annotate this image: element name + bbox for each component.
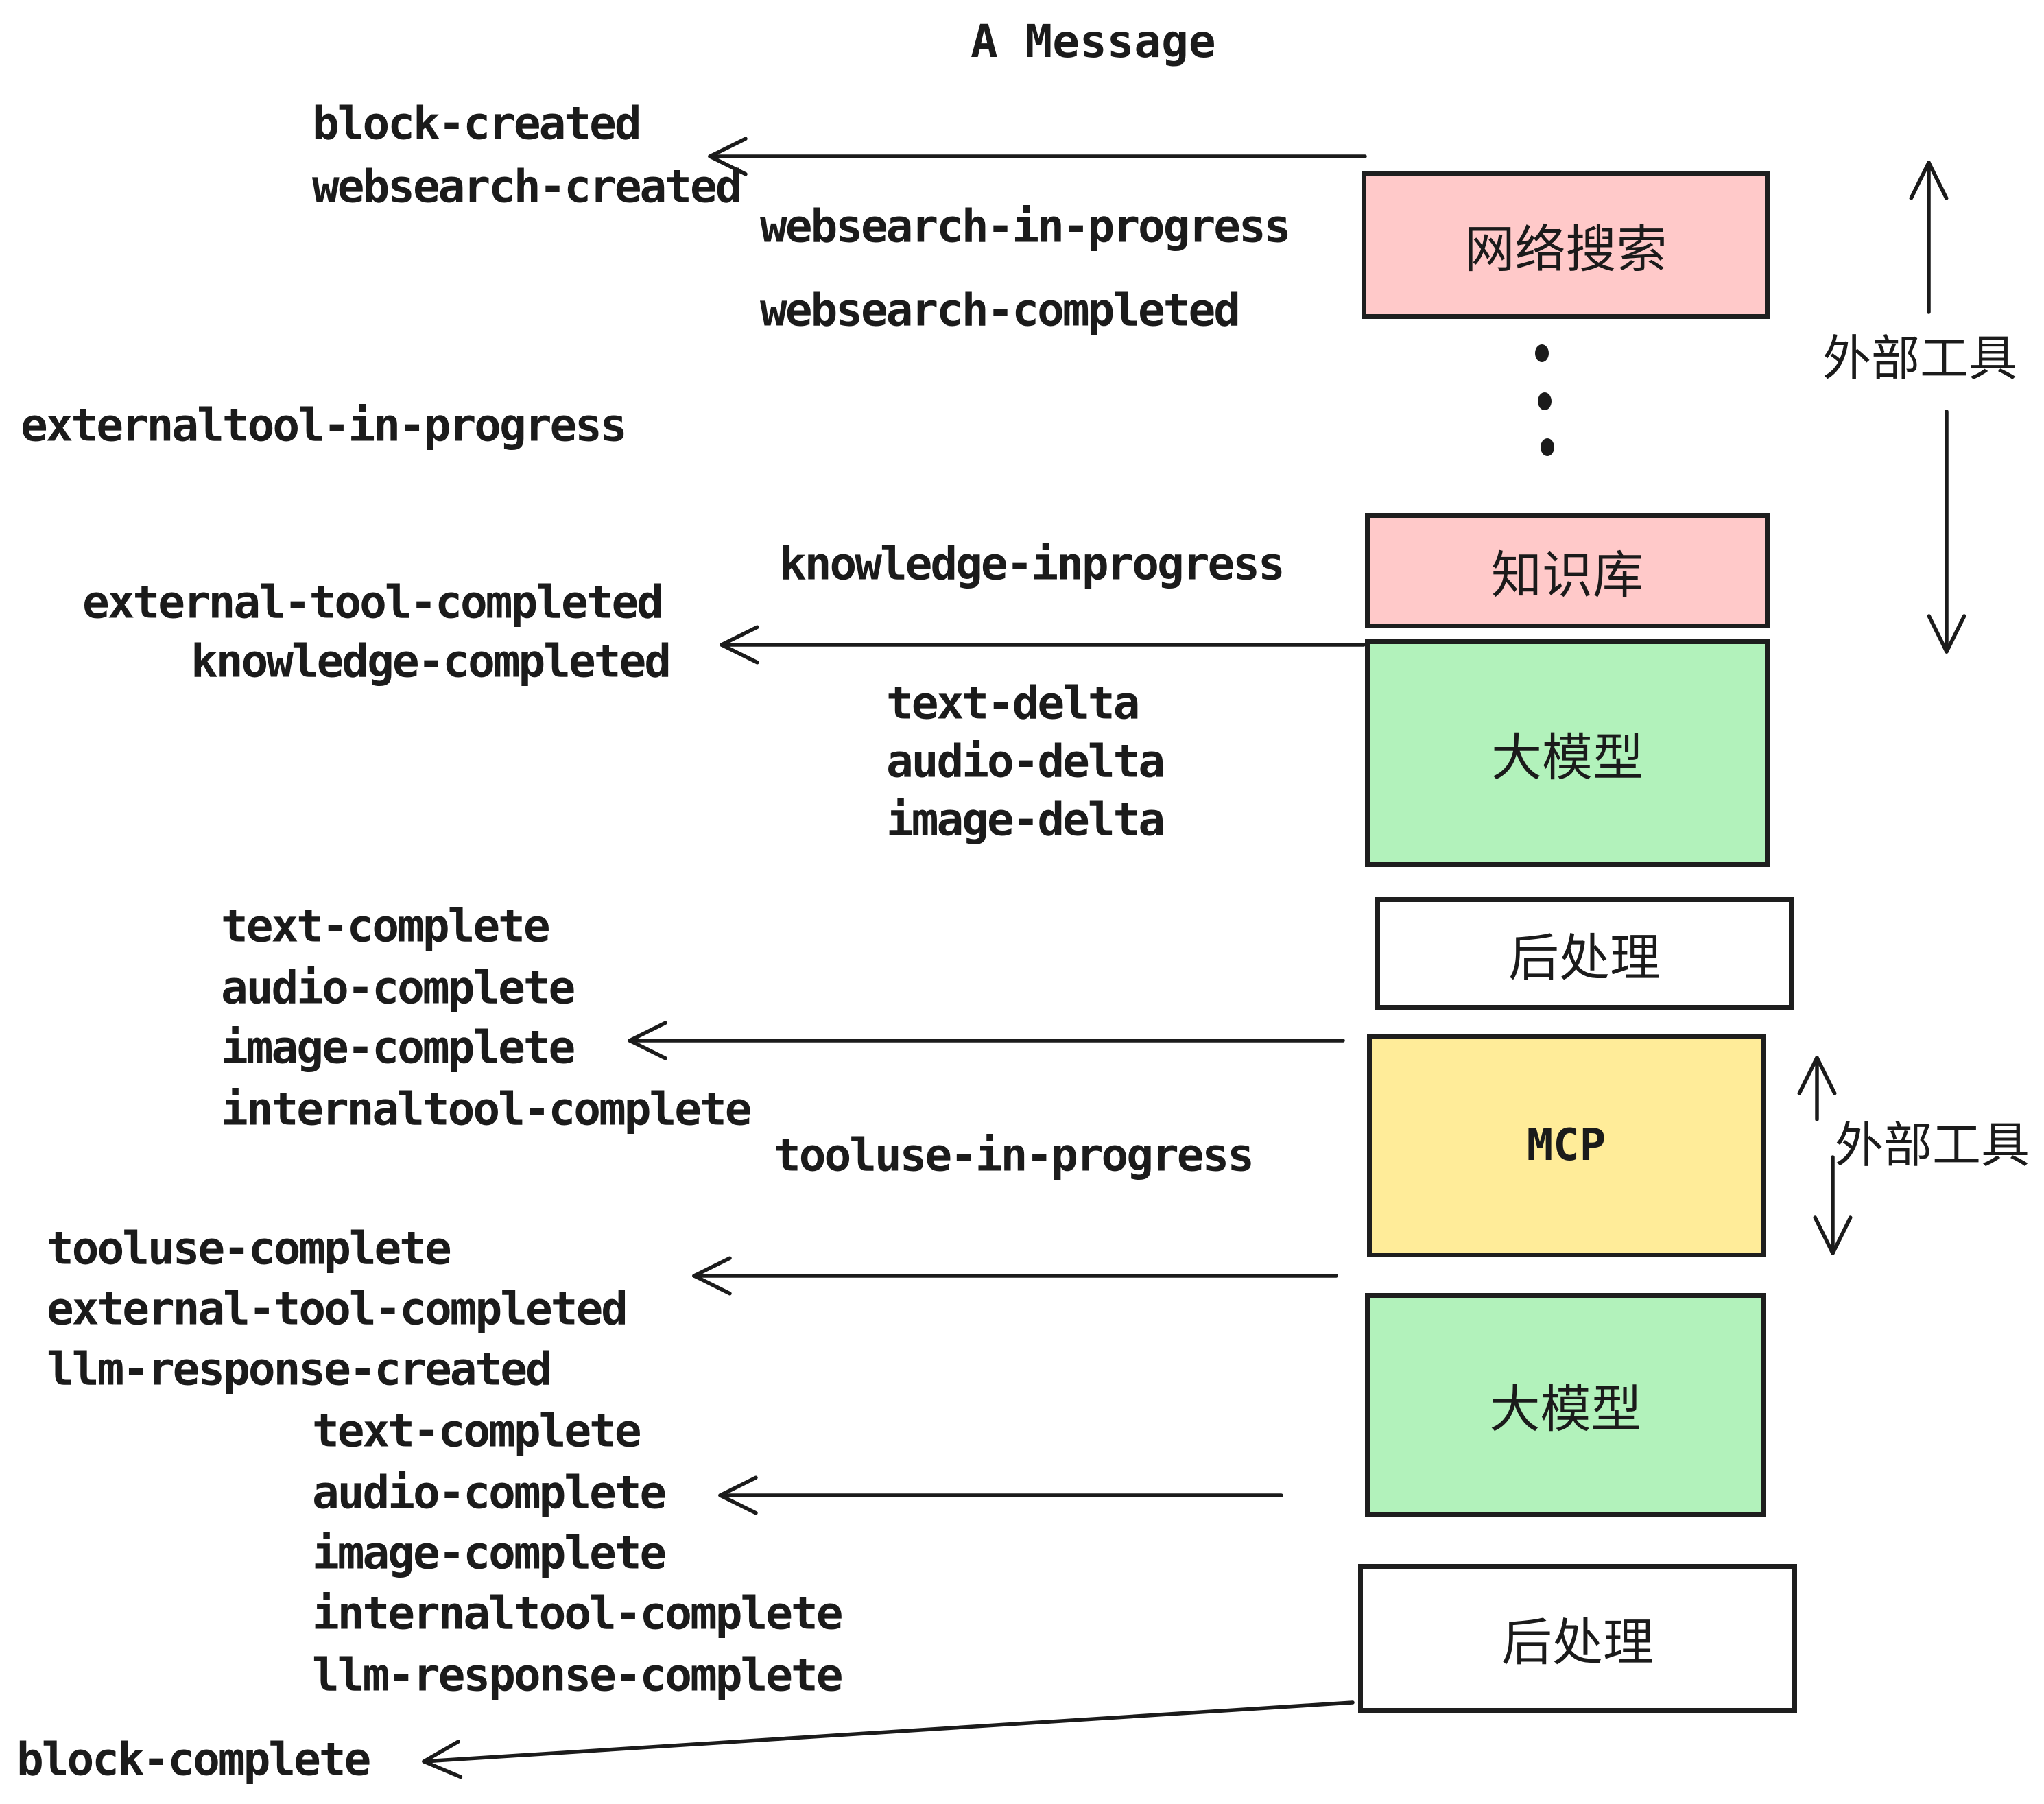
box-websearch: 网络搜索 (1362, 171, 1770, 319)
event-label-websearch-in-progress: websearch-in-progress (760, 200, 1291, 253)
arrow-external-tools-down-2 (1813, 1155, 1853, 1255)
event-label-image-complete: image-complete (221, 1021, 575, 1074)
arrow-knowledge-completed (720, 625, 1366, 665)
event-label-websearch-completed: websearch-completed (760, 283, 1241, 337)
event-label-websearch-created: websearch-created (312, 160, 743, 213)
diagram-title: A Message (971, 15, 1216, 68)
event-label-tooluse-complete: tooluse-complete (47, 1222, 452, 1275)
ellipsis-dot (1538, 392, 1552, 410)
box-postprocess-1: 后处理 (1375, 897, 1794, 1010)
event-label-knowledge-completed: knowledge-completed (191, 634, 672, 688)
ellipsis-dot (1535, 344, 1549, 362)
arrow-websearch-created (708, 137, 1367, 176)
box-llm-2-label: 大模型 (1489, 1379, 1642, 1439)
event-label-external-tool-completed: external-tool-completed (82, 575, 664, 629)
event-label-image-delta: image-delta (886, 793, 1165, 846)
ellipsis-dot (1541, 438, 1554, 456)
box-llm-2: 大模型 (1365, 1293, 1766, 1517)
event-label-knowledge-inprogress: knowledge-inprogress (779, 537, 1285, 591)
box-knowledge-label: 知识库 (1491, 545, 1643, 605)
event-label-text-delta: text-delta (886, 676, 1140, 730)
event-label-llm-response-created: llm-response-created (47, 1342, 553, 1396)
box-llm-1: 大模型 (1365, 639, 1770, 867)
box-mcp: MCP (1367, 1034, 1766, 1257)
box-llm-1-label: 大模型 (1491, 728, 1643, 787)
external-tools-label-1: 外部工具 (1822, 330, 2018, 387)
event-label-audio-complete: audio-complete (312, 1466, 667, 1519)
event-label-text-complete: text-complete (221, 899, 551, 953)
event-label-external-tool-completed: external-tool-completed (47, 1282, 628, 1336)
event-label-llm-response-complete: llm-response-complete (312, 1648, 843, 1702)
event-label-tooluse-in-progress: tooluse-in-progress (774, 1128, 1255, 1182)
arrow-tooluse-complete (692, 1256, 1338, 1296)
box-postprocess-2: 后处理 (1358, 1564, 1797, 1713)
arrow-block-complete (422, 1700, 1355, 1779)
event-label-audio-complete: audio-complete (221, 961, 575, 1014)
event-label-internaltool-complete: internaltool-complete (221, 1082, 752, 1136)
arrow-external-tools-up-2 (1797, 1056, 1837, 1121)
event-label-block-created: block-created (312, 97, 642, 150)
event-label-externaltool-in-progress: externaltool-in-progress (21, 399, 628, 452)
event-label-internaltool-complete: internaltool-complete (312, 1587, 843, 1640)
event-label-image-complete: image-complete (312, 1526, 667, 1580)
external-tools-label-2: 外部工具 (1835, 1117, 2030, 1174)
event-label-block-complete: block-complete (16, 1733, 371, 1786)
arrow-external-tools-up-1 (1909, 161, 1949, 314)
event-label-audio-delta: audio-delta (886, 735, 1165, 788)
box-knowledge: 知识库 (1365, 513, 1770, 628)
box-mcp-label: MCP (1526, 1120, 1606, 1171)
box-postprocess-2-label: 后处理 (1501, 1613, 1654, 1672)
box-websearch-label: 网络搜索 (1464, 220, 1667, 279)
arrow-image-complete (628, 1021, 1345, 1060)
arrow-audio-complete (718, 1475, 1283, 1515)
event-label-text-complete: text-complete (312, 1404, 642, 1458)
arrow-external-tools-down-1 (1927, 410, 1966, 654)
box-postprocess-1-label: 后处理 (1508, 928, 1661, 988)
